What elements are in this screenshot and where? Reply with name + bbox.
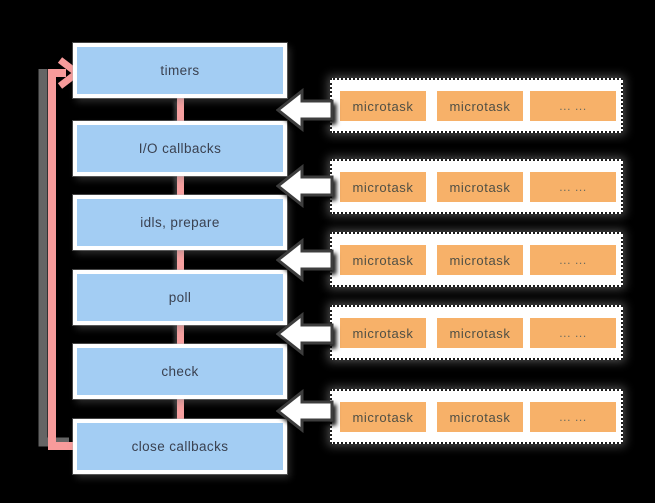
microtask-cell: microtask bbox=[437, 245, 523, 275]
microtask-queue-row: microtask microtask ... ... bbox=[330, 232, 623, 287]
block-arrow-shape bbox=[276, 88, 334, 132]
microtask-cell: microtask bbox=[340, 318, 426, 348]
block-arrow-left-icon bbox=[276, 88, 334, 132]
block-arrow-left-icon bbox=[276, 238, 334, 282]
phase-connector bbox=[177, 173, 184, 197]
microtask-queue-row: microtask microtask ... ... bbox=[330, 159, 623, 214]
block-arrow-left-icon bbox=[276, 164, 334, 208]
phase-label: check bbox=[161, 364, 199, 379]
microtask-queue-row: microtask microtask ... ... bbox=[330, 78, 623, 133]
phase-box-io-callbacks: I/O callbacks bbox=[73, 121, 287, 176]
phase-box-idle-prepare: idls, prepare bbox=[73, 195, 287, 250]
phase-label: I/O callbacks bbox=[138, 141, 222, 156]
phase-connector bbox=[177, 322, 184, 346]
phase-box-timers: timers bbox=[73, 43, 287, 98]
phase-connector bbox=[177, 396, 184, 421]
microtask-ellipsis-cell: ... ... bbox=[530, 402, 616, 432]
microtask-queue-row: microtask microtask ... ... bbox=[330, 305, 623, 360]
microtask-cell: microtask bbox=[340, 402, 426, 432]
block-arrow-left-icon bbox=[276, 389, 334, 433]
loop-back-arrow-line bbox=[48, 69, 78, 450]
microtask-ellipsis-cell: ... ... bbox=[530, 91, 616, 121]
block-arrow-shape bbox=[276, 164, 334, 208]
phase-connector bbox=[177, 247, 184, 272]
microtask-cell: microtask bbox=[437, 318, 523, 348]
block-arrow-shape bbox=[276, 238, 334, 282]
microtask-ellipsis-cell: ... ... bbox=[530, 245, 616, 275]
block-arrow-shape bbox=[276, 312, 334, 356]
block-arrow-shape bbox=[276, 389, 334, 433]
microtask-cell: microtask bbox=[437, 402, 523, 432]
microtask-ellipsis-cell: ... ... bbox=[530, 318, 616, 348]
phase-box-check: check bbox=[73, 344, 287, 399]
phase-box-poll: poll bbox=[73, 270, 287, 325]
phase-box-close-callbacks: close callbacks bbox=[73, 419, 287, 474]
phase-label: timers bbox=[160, 63, 200, 78]
phase-label: idls, prepare bbox=[140, 215, 220, 230]
microtask-ellipsis-cell: ... ... bbox=[530, 172, 616, 202]
microtask-cell: microtask bbox=[340, 245, 426, 275]
microtask-cell: microtask bbox=[340, 172, 426, 202]
block-arrow-left-icon bbox=[276, 312, 334, 356]
microtask-cell: microtask bbox=[437, 172, 523, 202]
microtask-cell: microtask bbox=[340, 91, 426, 121]
phase-label: close callbacks bbox=[131, 439, 229, 454]
microtask-cell: microtask bbox=[437, 91, 523, 121]
microtask-queue-row: microtask microtask ... ... bbox=[330, 389, 623, 444]
phase-label: poll bbox=[168, 290, 192, 305]
phase-connector bbox=[177, 98, 184, 123]
